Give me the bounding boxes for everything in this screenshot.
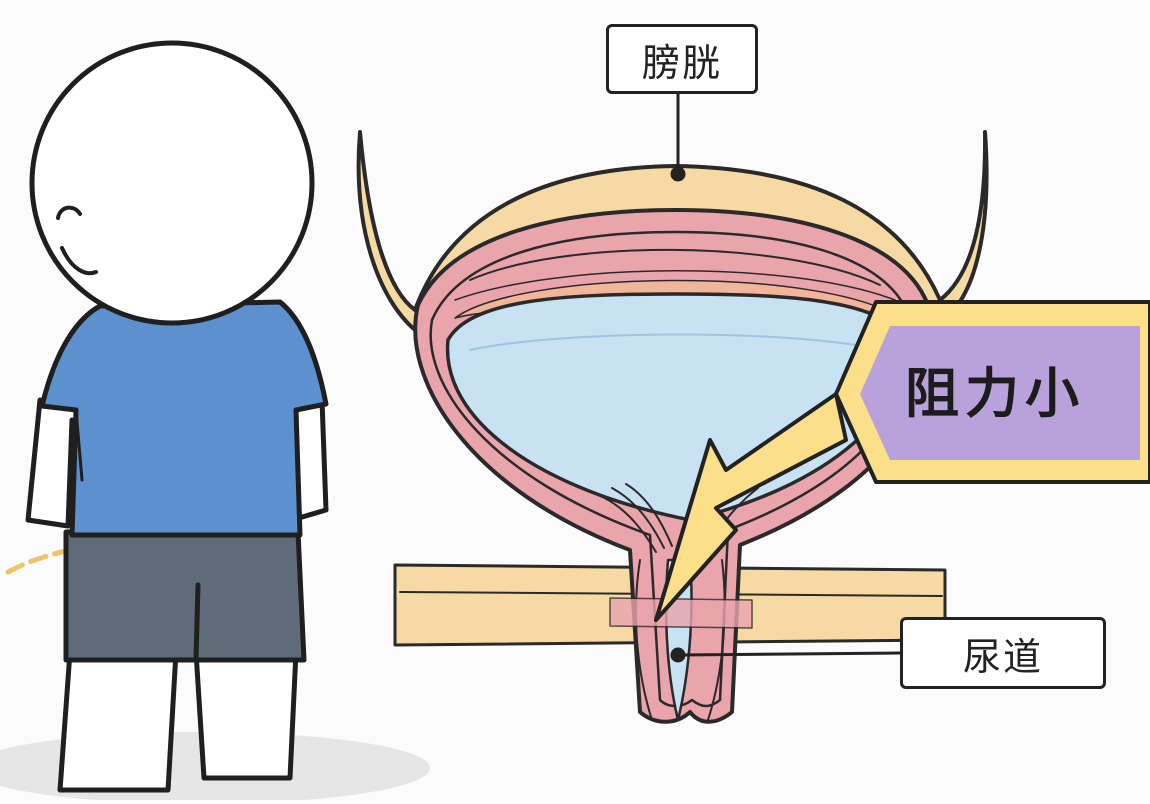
callout-inner [860,326,1140,460]
label-leaders [670,94,901,663]
callout [654,300,1150,622]
person-shirt [39,299,329,538]
person-cheek [60,246,98,276]
person-left-arm [25,397,75,529]
shirt-crease-left [74,408,84,482]
neck-fold-2 [611,487,665,549]
shorts-split [193,582,201,663]
wall-layer-line-2 [454,270,896,301]
bladder-label: 膀胱 [606,24,758,94]
neck-fold-1 [597,494,657,553]
person-ear [56,205,82,220]
inner-tissue-band [609,597,753,629]
urethra-wall-right [707,559,726,721]
callout-text: 阻力小 [905,361,1085,425]
person-right-leg [193,649,299,781]
urethra-leader-dot [670,647,686,663]
arrow-icon [654,392,848,622]
cartoon-person [25,40,329,793]
neck-fold-3 [625,483,673,547]
urine-shade [469,333,891,353]
person-shorts [63,529,307,663]
bladder-leader-dot [670,166,686,182]
urethra-wall-left [635,559,653,721]
urethra-label: 尿道 [900,617,1106,689]
urethra-leader-line [679,651,901,657]
person-head [29,40,315,326]
person-left-leg [57,649,179,793]
wall-layer-line [469,248,881,286]
